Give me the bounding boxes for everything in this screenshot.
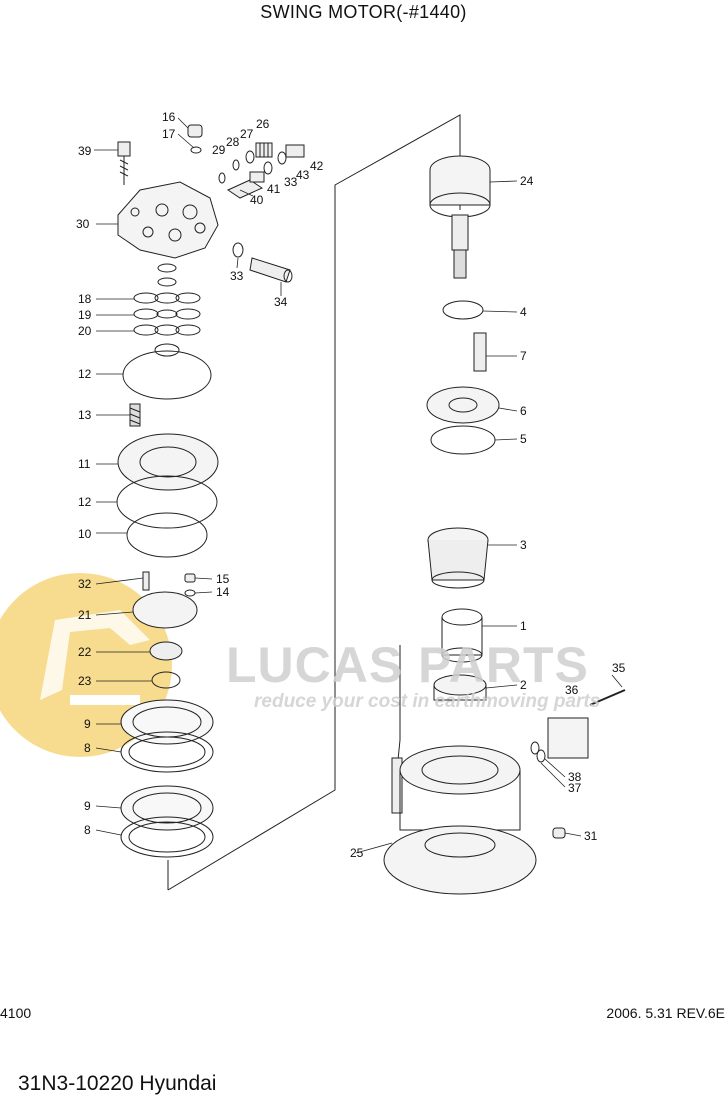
callout-9-a: 9	[84, 717, 91, 731]
callout-3: 3	[520, 538, 527, 552]
callout-34: 34	[274, 295, 288, 309]
callout-28: 28	[226, 135, 240, 149]
callout-33-a: 33	[284, 175, 298, 189]
callout-10: 10	[78, 527, 92, 541]
callout-2: 2	[520, 678, 527, 692]
callout-14: 14	[216, 585, 230, 599]
callout-43: 43	[296, 168, 310, 182]
callout-11: 11	[78, 457, 91, 471]
bolt-39	[117, 141, 131, 185]
callout-19: 19	[78, 308, 92, 322]
page-title: SWING MOTOR(-#1440)	[260, 2, 467, 22]
callout-21: 21	[78, 608, 92, 622]
callout-1: 1	[520, 619, 527, 633]
drive-shaft-24	[429, 155, 491, 279]
valve-block-30	[117, 181, 219, 259]
callout-20: 20	[78, 324, 92, 338]
callout-30: 30	[76, 217, 90, 231]
bearing-3	[427, 527, 489, 589]
callout-5: 5	[520, 432, 527, 446]
seal-stacks	[133, 263, 201, 357]
callout-13: 13	[78, 408, 92, 422]
watermark-brand: LUCAS PARTS	[226, 637, 589, 693]
callout-32: 32	[78, 577, 92, 591]
callout-17: 17	[162, 127, 176, 141]
assembly-divider	[167, 114, 461, 891]
callout-18: 18	[78, 292, 92, 306]
revision-date: 2006. 5.31 REV.6E	[606, 1005, 725, 1021]
callout-15: 15	[216, 572, 230, 586]
callout-36: 36	[565, 683, 579, 697]
callout-38: 38	[568, 770, 582, 784]
part-number: 31N3-10220 Hyundai	[18, 1072, 217, 1095]
callout-40: 40	[250, 193, 264, 207]
callout-41: 41	[267, 182, 281, 196]
callout-9-b: 9	[84, 799, 91, 813]
page-code: 4100	[0, 1005, 32, 1021]
callout-24: 24	[520, 174, 534, 188]
callout-16: 16	[162, 110, 176, 124]
callout-29: 29	[212, 143, 226, 157]
callout-42: 42	[310, 159, 324, 173]
callout-39: 39	[78, 144, 92, 158]
callout-8-b: 8	[84, 823, 91, 837]
callout-35: 35	[612, 661, 626, 675]
callout-31: 31	[584, 829, 598, 843]
callout-7: 7	[520, 349, 527, 363]
callout-27: 27	[240, 127, 254, 141]
watermark-tagline: reduce your cost in earthmoving parts	[254, 691, 601, 712]
callout-22: 22	[78, 645, 92, 659]
callout-8-a: 8	[84, 741, 91, 755]
callout-33-b: 33	[230, 269, 244, 283]
motor-housing-25	[383, 745, 537, 895]
callout-26: 26	[256, 117, 270, 131]
callout-25: 25	[350, 846, 364, 860]
callout-37: 37	[568, 781, 582, 795]
callout-23: 23	[78, 674, 92, 688]
callout-6: 6	[520, 404, 527, 418]
callout-12-a: 12	[78, 367, 92, 381]
callout-12-b: 12	[78, 495, 92, 509]
callout-4: 4	[520, 305, 527, 319]
callout-labels: 39 30 16 17 29 28 27 26 42 43 33 41 40 3…	[76, 110, 626, 860]
